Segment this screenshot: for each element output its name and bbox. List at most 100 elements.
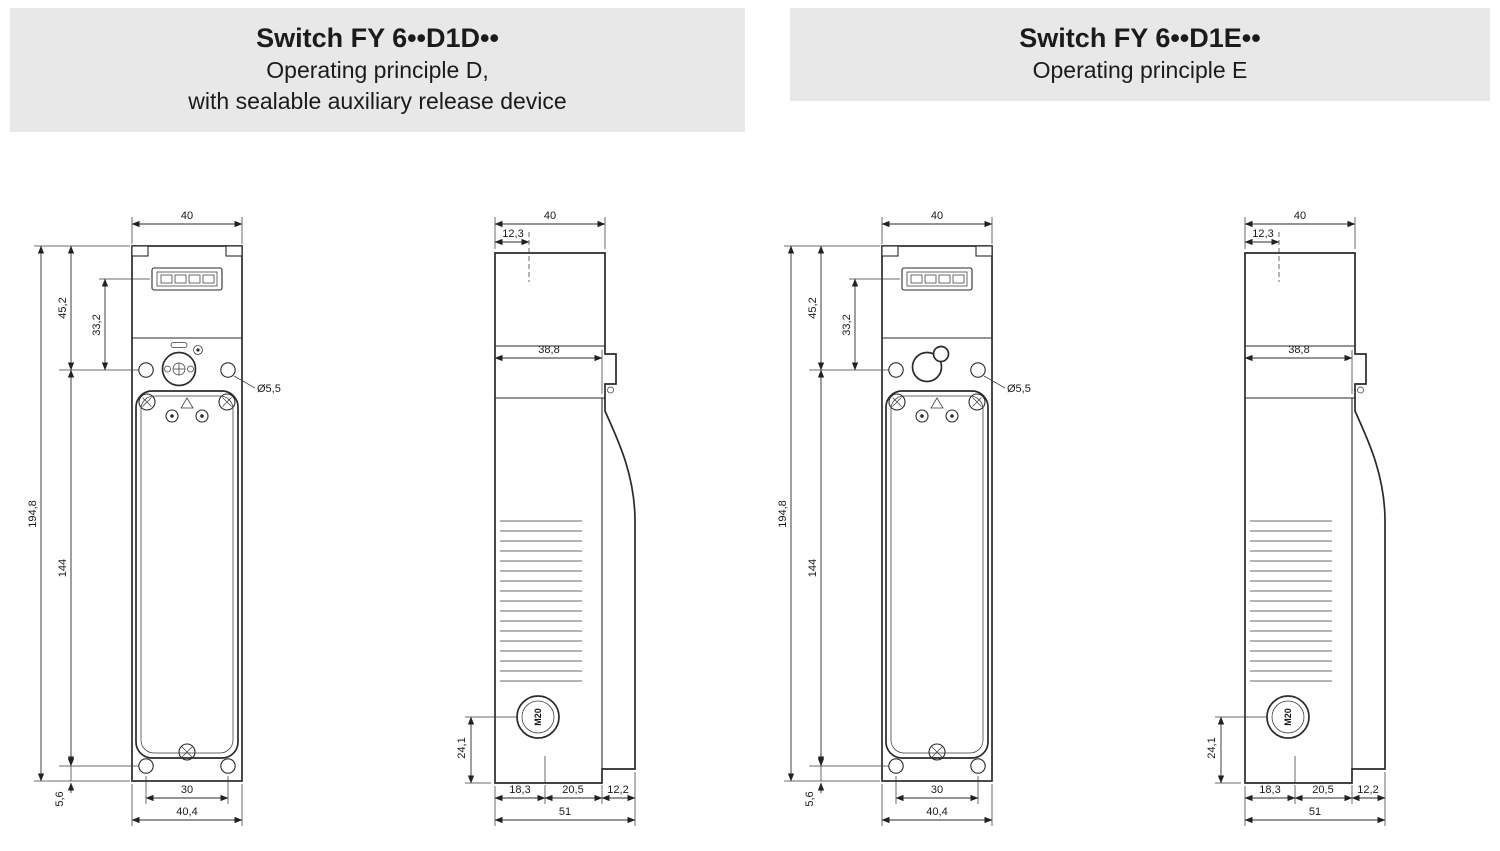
latch-pivot xyxy=(1357,386,1364,394)
front-view-slot-d: 40 45,2 33,2 194,8 144 5,6 Ø5,5 30 xyxy=(15,186,315,851)
callout-hole-diameter: Ø5,5 xyxy=(983,375,1031,395)
dim-side-width-top: 40 xyxy=(494,210,606,249)
side-view-slot-d: M20 40 12,3 38,8 24,1 18,3 20,5 12,2 xyxy=(445,186,685,851)
panel-title: Switch FY 6••D1E•• xyxy=(1019,23,1261,53)
cover-inner-line xyxy=(140,395,234,754)
front-view-slot-e: 40 45,2 33,2 194,8 144 5,6 Ø5,5 30 xyxy=(765,186,1065,851)
cover-inner-line xyxy=(890,395,984,754)
dim-text-top-offset: 12,3 xyxy=(1252,228,1273,240)
dim-text-upper-depth: 38,8 xyxy=(538,344,559,356)
release-opening xyxy=(911,345,950,383)
gland-label-text: M20 xyxy=(1283,708,1293,726)
side-view-drawing: M20 40 12,3 38,8 24,1 18,3 20,5 12,2 xyxy=(456,210,636,826)
dim-width-top: 40 xyxy=(131,210,243,244)
head-corner-pad-left xyxy=(881,245,899,257)
dim-text-mount-hole-span: 144 xyxy=(57,559,69,577)
dim-width-bottom: 40,4 xyxy=(131,784,243,826)
dim-text-side-width-top: 40 xyxy=(1294,210,1306,222)
cover-screw-top-left xyxy=(888,393,906,411)
dim-text-bottom-offset: 5,6 xyxy=(804,791,816,806)
head-corner-pad-right xyxy=(975,245,993,257)
head-corner-pad-right xyxy=(225,245,243,257)
dim-text-bottom-hole-spacing: 30 xyxy=(181,784,193,796)
dim-bottom-hole-spacing: 30 xyxy=(145,776,229,804)
mount-hole-bottom-right xyxy=(220,758,236,774)
cover-screw-top-left xyxy=(138,393,156,411)
mount-hole-bottom-left xyxy=(888,758,904,774)
panel-e-header: Switch FY 6••D1E•• Operating principle E xyxy=(790,8,1490,101)
panel-switch-e: Switch FY 6••D1E•• Operating principle E xyxy=(750,0,1500,851)
dim-bottom-segments: 18,3 20,5 12,2 xyxy=(494,772,636,826)
sealing-eyelet xyxy=(193,345,203,355)
status-display-window xyxy=(151,267,223,291)
dim-bottom-segments: 18,3 20,5 12,2 xyxy=(1244,772,1386,826)
switch-front-body xyxy=(131,245,243,782)
dim-text-gland-height: 24,1 xyxy=(1206,737,1218,758)
mount-hole-top-left xyxy=(138,362,154,378)
switch-side-body: M20 xyxy=(1244,252,1386,784)
dim-text-total-height: 194,8 xyxy=(27,500,39,528)
mount-hole-top-right xyxy=(220,362,236,378)
dim-text-width-bottom: 40,4 xyxy=(176,806,197,818)
dim-text-gland-height: 24,1 xyxy=(456,737,468,758)
dim-text-hole-diameter: Ø5,5 xyxy=(257,383,281,395)
side-outline xyxy=(1244,252,1386,784)
dim-head-height: 45,2 xyxy=(807,245,889,371)
switch-side-body: M20 xyxy=(494,252,636,784)
dim-text-bottom-front: 18,3 xyxy=(1259,784,1280,796)
gland-label-text: M20 xyxy=(533,708,543,726)
dim-total-height: 194,8 xyxy=(777,245,880,782)
cover-screw-bottom xyxy=(928,743,946,761)
dim-text-total-height: 194,8 xyxy=(777,500,789,528)
indicator-dome-right xyxy=(195,409,209,423)
switch-front-body xyxy=(881,245,993,782)
side-view-drawing: M20 40 12,3 38,8 24,1 18,3 20,5 12,2 xyxy=(1206,210,1386,826)
dim-text-display-to-mount: 33,2 xyxy=(91,314,103,335)
cover-screw-bottom xyxy=(178,743,196,761)
dim-width-bottom: 40,4 xyxy=(881,784,993,826)
cover-screw-top-right xyxy=(968,393,986,411)
dim-total-height: 194,8 xyxy=(27,245,130,782)
dim-bottom-hole-spacing: 30 xyxy=(895,776,979,804)
panel-subtitle-line1: Operating principle E xyxy=(1032,57,1248,83)
dim-text-bottom-front: 18,3 xyxy=(509,784,530,796)
dim-display-to-mount: 33,2 xyxy=(841,278,900,371)
dim-text-bottom-offset: 5,6 xyxy=(54,791,66,806)
warning-triangle-mark xyxy=(180,397,194,409)
dim-top-offset: 12,3 xyxy=(494,228,530,282)
indicator-dome-right xyxy=(945,409,959,423)
dim-text-side-width-top: 40 xyxy=(544,210,556,222)
dim-text-bottom-mid: 20,5 xyxy=(1312,784,1333,796)
grip-ribs xyxy=(1250,520,1332,682)
dim-bottom-offset: 5,6 xyxy=(54,754,75,807)
side-outline xyxy=(494,252,636,784)
dim-text-width-top: 40 xyxy=(931,210,943,222)
dim-text-bottom-total: 51 xyxy=(559,806,571,818)
dim-text-head-height: 45,2 xyxy=(807,297,819,318)
latch-pivot xyxy=(607,386,614,394)
dim-side-width-top: 40 xyxy=(1244,210,1356,249)
dim-text-bottom-mid: 20,5 xyxy=(562,784,583,796)
cover-outline xyxy=(135,390,239,759)
panel-title: Switch FY 6••D1D•• xyxy=(256,23,499,53)
dim-text-hole-diameter: Ø5,5 xyxy=(1007,383,1031,395)
cover-screw-top-right xyxy=(218,393,236,411)
mount-hole-bottom-left xyxy=(138,758,154,774)
dim-text-bottom-rear: 12,2 xyxy=(607,784,628,796)
dim-text-width-bottom: 40,4 xyxy=(926,806,947,818)
dim-width-top: 40 xyxy=(881,210,993,244)
callout-hole-diameter: Ø5,5 xyxy=(233,375,281,395)
dim-head-height: 45,2 xyxy=(57,245,139,371)
auxiliary-release-device xyxy=(161,342,203,387)
cover-outline xyxy=(885,390,989,759)
dim-mount-hole-span: 144 xyxy=(57,369,139,767)
dim-upper-depth: 38,8 xyxy=(494,344,603,394)
dim-top-offset: 12,3 xyxy=(1244,228,1280,282)
indicator-dome-left xyxy=(915,409,929,423)
dim-text-upper-depth: 38,8 xyxy=(1288,344,1309,356)
grip-ribs xyxy=(500,520,582,682)
dim-text-top-offset: 12,3 xyxy=(502,228,523,240)
warning-triangle-mark xyxy=(930,397,944,409)
dim-text-bottom-total: 51 xyxy=(1309,806,1321,818)
panel-d-header: Switch FY 6••D1D•• Operating principle D… xyxy=(10,8,745,132)
